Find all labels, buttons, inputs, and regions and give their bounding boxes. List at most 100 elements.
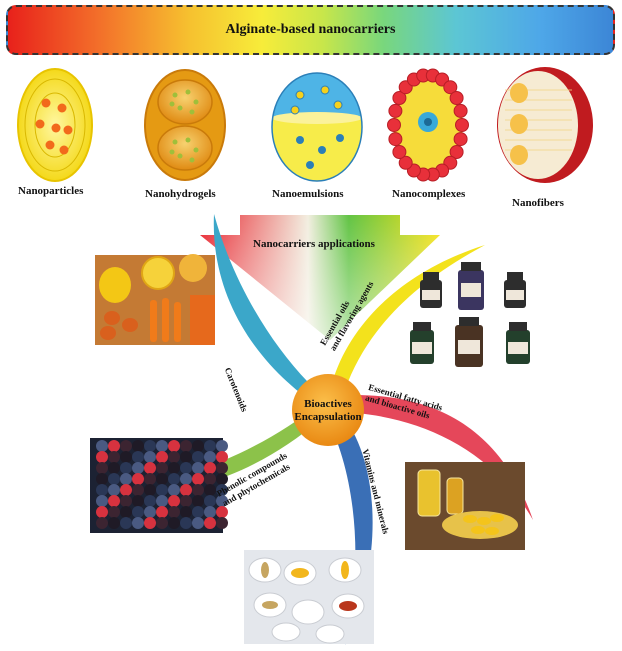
berry <box>192 506 204 518</box>
berry <box>168 473 180 485</box>
applications-arrow <box>200 215 440 340</box>
berry <box>156 440 168 452</box>
berry <box>144 473 156 485</box>
berry <box>180 440 192 452</box>
berry <box>120 440 132 452</box>
berries-photo <box>90 438 228 533</box>
berry <box>96 473 108 485</box>
berry <box>156 462 168 474</box>
nanocomplex-bead <box>453 132 468 147</box>
applications-label: Nanocarriers applications <box>253 238 375 250</box>
nanocomplex-bead <box>388 132 403 147</box>
berry <box>180 473 192 485</box>
berry <box>108 473 120 485</box>
center-label-line2: Encapsulation <box>294 411 362 423</box>
berry <box>120 495 132 507</box>
berry <box>132 473 144 485</box>
berry <box>156 473 168 485</box>
center-label: Bioactives Encapsulation <box>292 398 364 424</box>
title-text: Alginate-based nanocarriers <box>225 22 396 37</box>
berry <box>216 473 228 485</box>
berry <box>120 484 132 496</box>
berry <box>132 462 144 474</box>
berry <box>156 484 168 496</box>
berry <box>204 473 216 485</box>
berry <box>168 484 180 496</box>
berry <box>216 506 228 518</box>
label-nanoparticles: Nanoparticles <box>18 185 84 197</box>
berry <box>156 495 168 507</box>
center-circle <box>292 374 364 446</box>
nanocomplex-bead <box>443 80 458 95</box>
berry <box>132 506 144 518</box>
essential-oil-bottles-photo <box>410 262 530 367</box>
nanocomplex-bead <box>449 91 464 105</box>
berry <box>144 462 156 474</box>
center-label-line1: Bioactives <box>304 398 352 410</box>
berry <box>192 484 204 496</box>
berry <box>168 506 180 518</box>
berry <box>96 440 108 452</box>
berry <box>216 517 228 529</box>
berry <box>120 451 132 463</box>
berry <box>108 462 120 474</box>
berry <box>180 484 192 496</box>
berry <box>132 484 144 496</box>
berry <box>144 517 156 529</box>
berry <box>204 462 216 474</box>
berry <box>144 506 156 518</box>
berry <box>156 451 168 463</box>
berry <box>204 440 216 452</box>
berry <box>204 517 216 529</box>
berry <box>120 473 132 485</box>
berry <box>204 484 216 496</box>
berry <box>144 451 156 463</box>
vegetables-photo <box>95 254 215 345</box>
berry <box>96 506 108 518</box>
berry <box>132 451 144 463</box>
berry <box>180 462 192 474</box>
oils-photo <box>405 462 525 550</box>
nanocomplex-bead <box>453 103 468 118</box>
berry <box>108 451 120 463</box>
supplements-photo <box>244 550 374 644</box>
nanocomplex-bead <box>392 91 407 105</box>
berry <box>216 440 228 452</box>
berry <box>132 495 144 507</box>
nanocomplex-bead <box>455 118 469 132</box>
nanoparticles-illustration <box>17 68 93 182</box>
berry <box>180 506 192 518</box>
nanocomplex-bead <box>398 155 413 170</box>
label-nanocomplexes: Nanocomplexes <box>392 188 466 200</box>
berry <box>156 517 168 529</box>
berry <box>108 495 120 507</box>
nanocomplex-bead <box>392 145 407 159</box>
berry <box>132 517 144 529</box>
berry <box>144 495 156 507</box>
berry <box>204 451 216 463</box>
berry <box>192 451 204 463</box>
berry <box>216 495 228 507</box>
label-nanoemulsions: Nanoemulsions <box>272 188 344 200</box>
berry <box>180 495 192 507</box>
berry <box>192 495 204 507</box>
berry <box>96 495 108 507</box>
berry <box>156 506 168 518</box>
berry <box>108 517 120 529</box>
berry <box>216 462 228 474</box>
berry <box>120 517 132 529</box>
berry <box>204 495 216 507</box>
berry <box>120 462 132 474</box>
berry <box>216 484 228 496</box>
berry <box>204 506 216 518</box>
nanocomplexes-illustration <box>387 68 469 182</box>
berry <box>168 462 180 474</box>
nanocomplex-bead <box>387 118 401 132</box>
berry <box>96 451 108 463</box>
berry <box>168 451 180 463</box>
title-banner: Alginate-based nanocarriers <box>6 5 615 55</box>
berry <box>168 495 180 507</box>
berry <box>108 506 120 518</box>
nanocomplex-bead <box>449 145 464 159</box>
berry <box>168 440 180 452</box>
